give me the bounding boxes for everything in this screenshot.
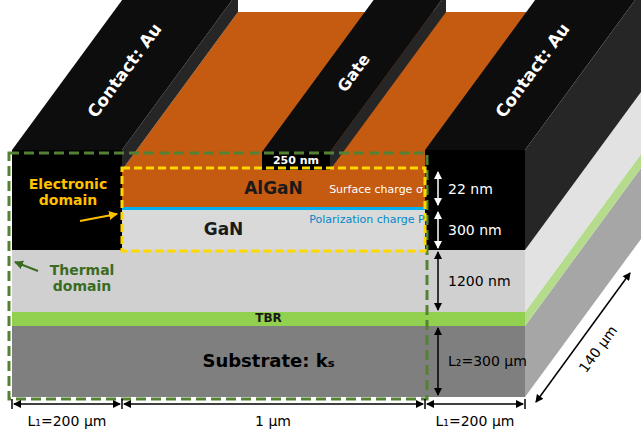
dimension-label: L₁=200 µm <box>436 413 515 429</box>
gan-front <box>122 210 425 250</box>
node-text: Contact: Au <box>84 20 166 122</box>
leader-arrow <box>80 214 117 221</box>
tbr-layer: TBR <box>12 312 525 326</box>
polarization-line <box>122 207 425 210</box>
node-text: TBR <box>255 312 282 326</box>
dimension-label: 1 µm <box>255 413 291 429</box>
domain-label: Thermal domain <box>46 262 118 294</box>
contact-front <box>12 150 122 250</box>
gate-electrode: Gate <box>330 46 378 100</box>
contact-block: Contact: Au <box>80 16 170 127</box>
gate-top <box>262 0 446 152</box>
dimension-label: 250 nm <box>273 155 319 168</box>
node-text: Gate <box>334 50 374 95</box>
contact-front <box>425 150 525 250</box>
tbr-front <box>12 312 525 326</box>
electronic-domain-outline <box>122 168 425 251</box>
dimension-arrow <box>437 172 439 205</box>
charge-label: Polarization charge P <box>309 214 424 227</box>
dimension-label: 300 nm <box>448 222 502 238</box>
domain-label: Electronic domain <box>23 176 113 208</box>
dimension-label: 22 nm <box>448 181 493 197</box>
leader-arrow <box>15 262 38 271</box>
contact-side <box>525 0 641 250</box>
node-text: GaN <box>204 220 244 240</box>
dimension-label: 1200 nm <box>448 273 511 289</box>
charge-label: Surface charge σ <box>329 184 423 197</box>
contact-top <box>12 0 238 150</box>
dimension-ticks <box>12 399 525 409</box>
dimension-arrow <box>14 403 120 405</box>
dimension-arrow <box>124 403 423 405</box>
dimension-label: L₂=300 µm <box>448 353 527 369</box>
dimension-arrow <box>437 328 439 395</box>
dimension-arrow <box>536 273 630 402</box>
contact-block: Contact: Au <box>488 16 578 127</box>
node-text: Substrate: kₛ <box>202 351 334 372</box>
dimension-arrow <box>437 212 439 248</box>
dimension-arrow <box>427 403 523 405</box>
dimension-arrow <box>437 252 439 310</box>
dimension-label: 140 µm <box>576 323 621 376</box>
node-text: AlGaN <box>244 179 303 199</box>
dimension-label: L₁=200 µm <box>28 413 107 429</box>
node-text: Contact: Au <box>492 20 574 122</box>
thermal-domain-outline <box>9 153 427 399</box>
buffer-front <box>12 250 525 312</box>
algan-front <box>122 170 425 207</box>
